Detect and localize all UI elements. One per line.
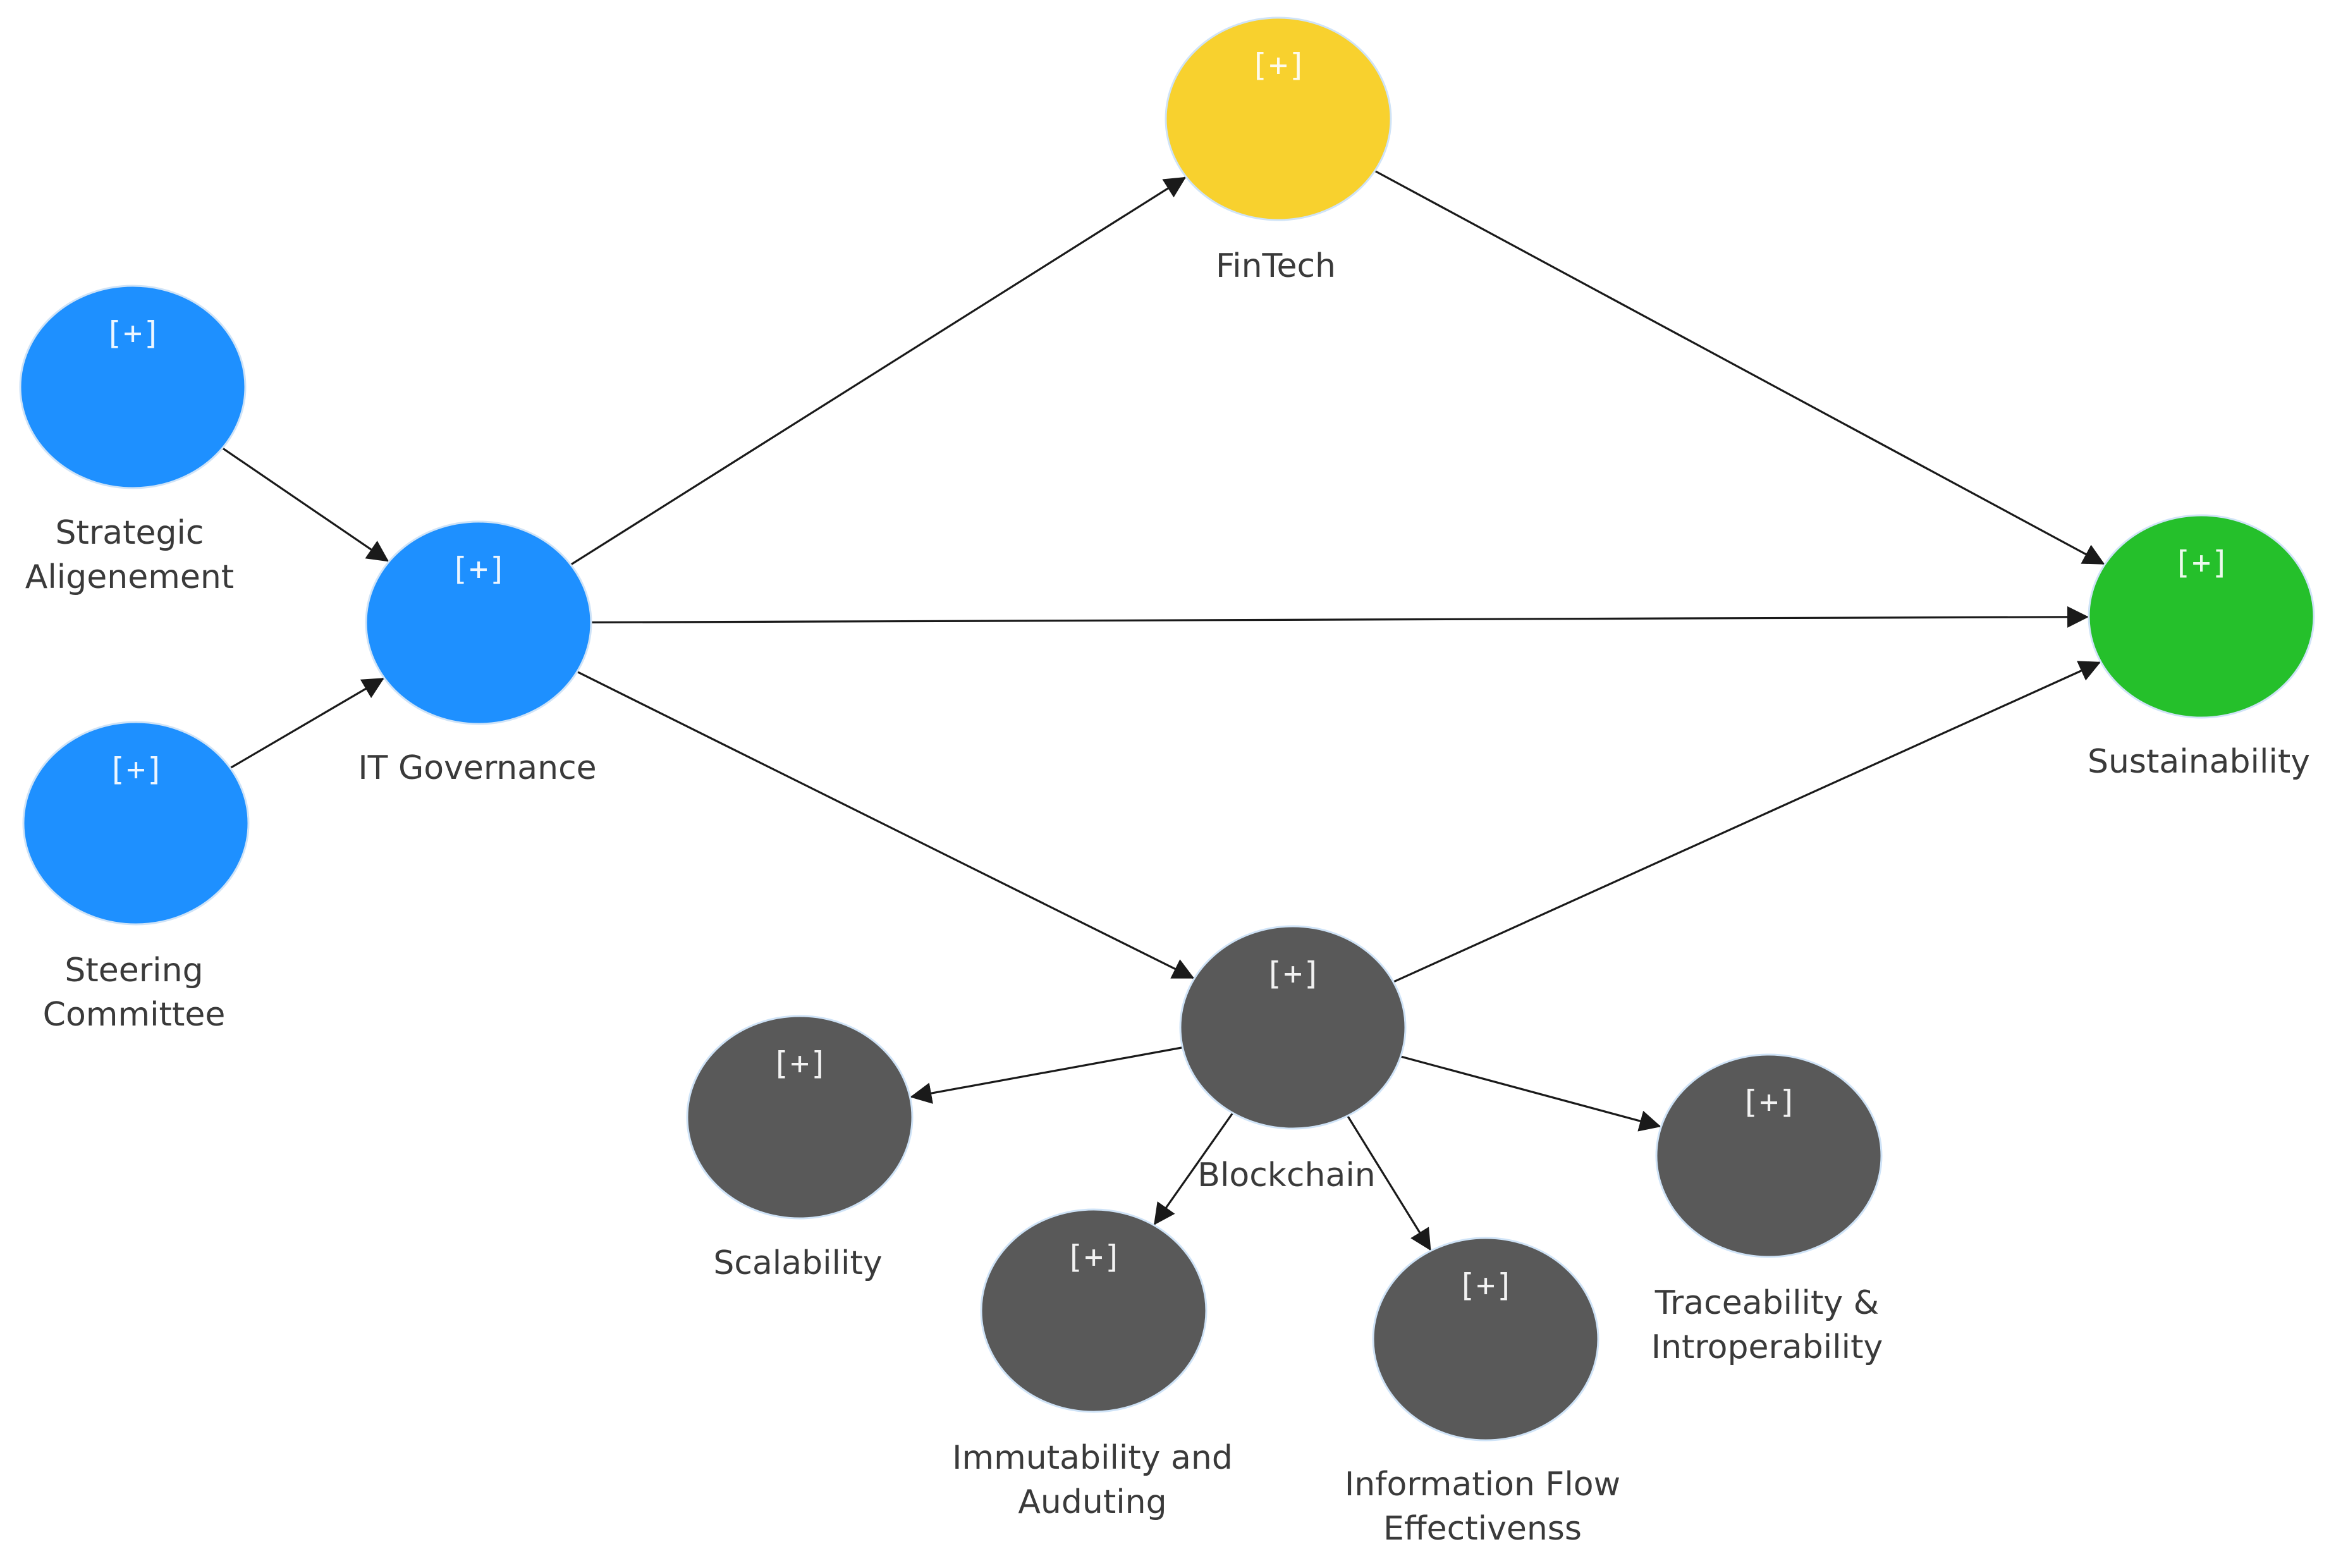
edge-it-governance-to-blockchain xyxy=(574,670,1195,979)
node-label-it-governance: IT Governance xyxy=(358,749,596,787)
expand-icon[interactable]: [+] xyxy=(107,751,164,788)
expand-icon[interactable]: [+] xyxy=(104,315,161,352)
expand-icon[interactable]: [+] xyxy=(2173,544,2230,581)
node-label-line: Effectivenss xyxy=(1383,1510,1582,1548)
node-label-blockchain: Blockchain xyxy=(1197,1156,1375,1194)
node-label-line: Scalability xyxy=(713,1244,882,1282)
edge-blockchain-to-sustainability xyxy=(1390,661,2101,984)
node-label-line: Strategic xyxy=(55,514,204,552)
expand-icon[interactable]: [+] xyxy=(771,1045,828,1082)
node-label-line: FinTech xyxy=(1216,247,1336,285)
node-label-line: Information Flow xyxy=(1345,1466,1620,1504)
edges-layer xyxy=(219,168,2105,1251)
node-label-line: Immutability and xyxy=(952,1439,1233,1477)
node-scalability[interactable]: [+] Scalability xyxy=(686,1015,914,1282)
expand-icon[interactable]: [+] xyxy=(1250,47,1307,83)
node-blockchain[interactable]: [+] Blockchain xyxy=(1179,925,1407,1194)
edge-blockchain-to-information-flow xyxy=(1345,1113,1431,1251)
node-label-line: Steering xyxy=(64,952,203,989)
node-label-fintech: FinTech xyxy=(1216,247,1336,285)
edge-strategic-alignment-to-it-governance xyxy=(219,446,389,562)
edge-fintech-to-sustainability xyxy=(1372,168,2105,565)
expand-icon[interactable]: [+] xyxy=(1457,1267,1514,1304)
node-label-line: Aligenement xyxy=(25,558,234,596)
edge-it-governance-to-sustainability xyxy=(588,606,2089,628)
node-label-line: Sustainability xyxy=(2088,743,2310,781)
node-circle-scalability[interactable] xyxy=(686,1015,914,1220)
edge-blockchain-to-scalability xyxy=(910,1046,1185,1104)
edge-it-governance-to-fintech xyxy=(568,176,1187,567)
node-label-line: Introperability xyxy=(1651,1328,1883,1366)
expand-icon[interactable]: [+] xyxy=(1264,955,1321,992)
node-circle-steering-committee[interactable] xyxy=(22,721,250,926)
node-circle-blockchain[interactable] xyxy=(1179,925,1407,1130)
expand-icon[interactable]: [+] xyxy=(1065,1239,1122,1275)
node-circle-it-governance[interactable] xyxy=(365,520,592,725)
node-circle-traceability[interactable] xyxy=(1655,1053,1883,1258)
node-label-line: Auduting xyxy=(1018,1483,1166,1521)
node-label-line: Committee xyxy=(43,996,226,1034)
node-it-governance[interactable]: [+] IT Governance xyxy=(358,520,597,787)
node-label-line: Traceability & xyxy=(1654,1284,1879,1322)
node-traceability[interactable]: [+] Traceability & Introperability xyxy=(1651,1053,1883,1366)
node-label-traceability: Traceability & Introperability xyxy=(1651,1284,1883,1366)
node-circle-immutability-auditing[interactable] xyxy=(980,1208,1208,1413)
edge-blockchain-to-traceability xyxy=(1398,1055,1661,1132)
edge-blockchain-to-immutability-auditing xyxy=(1153,1110,1235,1225)
expand-icon[interactable]: [+] xyxy=(450,551,507,587)
edge-steering-committee-to-it-governance xyxy=(227,677,384,771)
node-circle-sustainability[interactable] xyxy=(2088,514,2315,719)
node-label-scalability: Scalability xyxy=(713,1244,882,1282)
node-fintech[interactable]: [+] FinTech xyxy=(1165,16,1392,285)
node-sustainability[interactable]: [+] Sustainability xyxy=(2088,514,2315,781)
node-circle-information-flow[interactable] xyxy=(1372,1237,1599,1442)
node-label-line: Blockchain xyxy=(1197,1156,1375,1194)
node-label-sustainability: Sustainability xyxy=(2088,743,2310,781)
node-circle-strategic-alignment[interactable] xyxy=(19,285,247,489)
expand-icon[interactable]: [+] xyxy=(1740,1084,1797,1120)
node-circle-fintech[interactable] xyxy=(1165,16,1392,221)
node-label-line: IT Governance xyxy=(358,749,596,787)
